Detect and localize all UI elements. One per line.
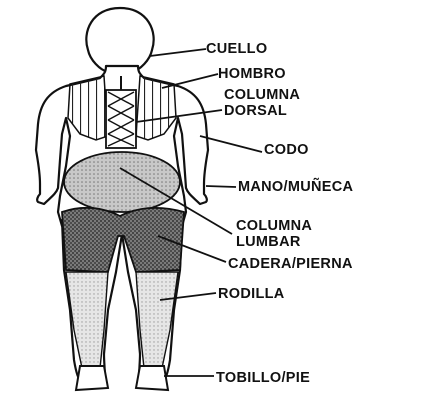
label-hombro: HOMBRO <box>218 66 286 82</box>
label-columna-dorsal-line2: DORSAL <box>224 103 300 119</box>
columna-lumbar-region <box>64 152 180 212</box>
label-columna-lumbar-line1: COLUMNA <box>236 218 312 234</box>
label-codo: CODO <box>264 142 309 158</box>
left-foot <box>76 366 108 390</box>
label-cuello: CUELLO <box>206 41 267 57</box>
right-foot <box>136 366 168 390</box>
label-columna-lumbar: COLUMNA LUMBAR <box>236 218 312 250</box>
label-columna-dorsal-line1: COLUMNA <box>224 87 300 103</box>
head <box>86 8 153 72</box>
label-columna-dorsal: COLUMNA DORSAL <box>224 87 300 119</box>
rodilla-region-right <box>136 272 178 368</box>
label-cadera-pierna: CADERA/PIERNA <box>228 256 353 272</box>
label-columna-lumbar-line2: LUMBAR <box>236 234 312 250</box>
rodilla-region-left <box>66 272 108 368</box>
label-rodilla: RODILLA <box>218 286 285 302</box>
label-mano-muneca: MANO/MUÑECA <box>238 179 353 195</box>
label-tobillo-pie: TOBILLO/PIE <box>216 370 310 386</box>
